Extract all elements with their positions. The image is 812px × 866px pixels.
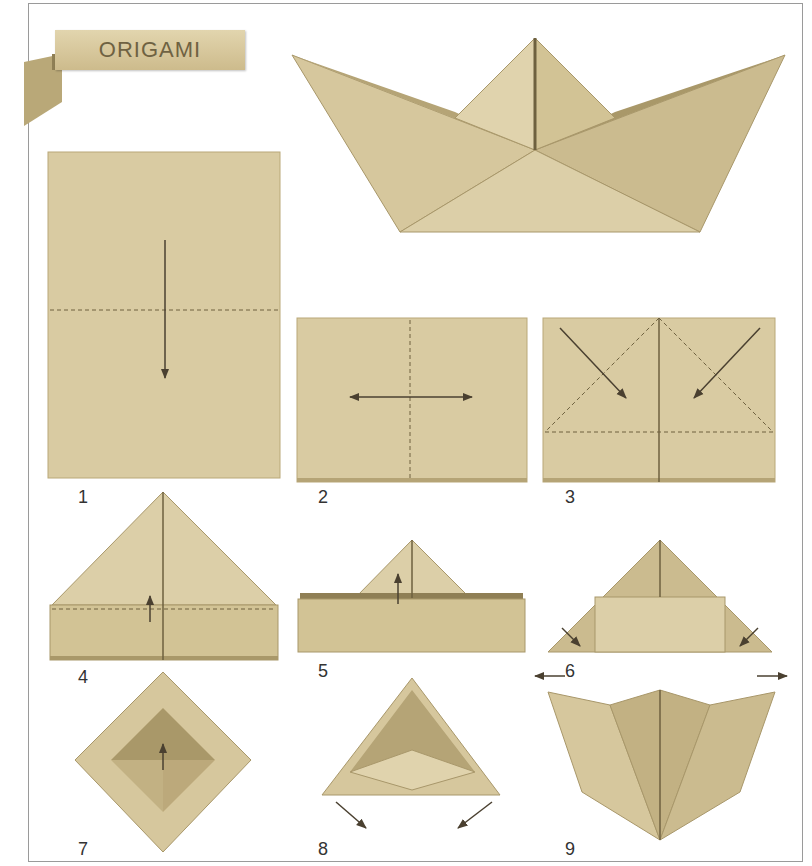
step-number: 8 <box>318 840 328 858</box>
step-6-part <box>562 628 580 646</box>
step-number: 2 <box>318 488 328 506</box>
step-5 <box>298 540 525 652</box>
step-9 <box>535 676 787 840</box>
step-2-part <box>410 320 411 480</box>
ribbon-title: ORIGAMI <box>99 37 201 63</box>
step-5-part <box>355 540 470 598</box>
paper-boat-part <box>400 150 700 232</box>
step-number: 9 <box>565 840 575 858</box>
step-4-part <box>162 492 164 660</box>
step-9-part <box>660 692 775 840</box>
step-number: 7 <box>78 840 88 858</box>
step-number: 4 <box>78 668 88 686</box>
step-4-part <box>50 656 278 660</box>
step-number: 6 <box>565 662 575 680</box>
frame <box>29 4 803 862</box>
step-8-part <box>350 750 475 790</box>
step-number: 1 <box>78 488 88 506</box>
step-number: 5 <box>318 662 328 680</box>
step-4-part <box>149 596 151 622</box>
paper-boat-part <box>455 38 535 150</box>
step-5-part <box>298 599 525 652</box>
step-6-part <box>740 628 758 646</box>
step-1-part <box>50 310 278 311</box>
step-7-part <box>162 744 164 770</box>
step-7-part <box>163 760 215 812</box>
frame-part <box>29 4 803 862</box>
step-2-part <box>297 318 527 482</box>
step-7 <box>75 672 251 852</box>
paper-boat-part <box>535 38 615 150</box>
step-3-part <box>543 318 775 482</box>
step-8 <box>322 678 500 828</box>
step-3 <box>543 318 775 482</box>
step-5-part <box>411 540 413 598</box>
step-6 <box>548 540 772 652</box>
step-1-part <box>48 152 280 478</box>
step-3-part <box>545 318 659 432</box>
step-number: 3 <box>565 488 575 506</box>
step-4 <box>50 492 278 660</box>
step-4-part <box>50 605 278 660</box>
step-6-part <box>595 597 725 652</box>
step-9-part <box>757 675 787 677</box>
step-3-part <box>560 328 626 398</box>
step-6-part <box>548 540 772 652</box>
step-2 <box>297 318 527 482</box>
step-1 <box>48 152 280 478</box>
step-2-part <box>350 396 472 398</box>
step-8-part <box>322 678 500 795</box>
step-8-part <box>458 802 492 828</box>
step-3-part <box>658 318 660 482</box>
step-3-part <box>694 328 760 398</box>
step-8-part <box>336 802 366 828</box>
step-4-part <box>52 609 276 610</box>
step-2-part <box>297 478 527 482</box>
step-9-part <box>535 675 565 677</box>
paper-boat-part <box>534 38 537 150</box>
step-5-part <box>397 574 399 604</box>
step-9-part <box>659 690 661 840</box>
step-1-part <box>164 240 166 378</box>
step-4-part <box>52 492 276 605</box>
step-3-part <box>545 432 773 433</box>
paper-boat <box>292 38 785 232</box>
title-ribbon: ORIGAMI <box>55 30 245 70</box>
step-7-part <box>75 672 251 852</box>
step-3-part <box>659 318 773 432</box>
step-6-part <box>659 540 661 597</box>
step-7-part <box>111 760 163 812</box>
